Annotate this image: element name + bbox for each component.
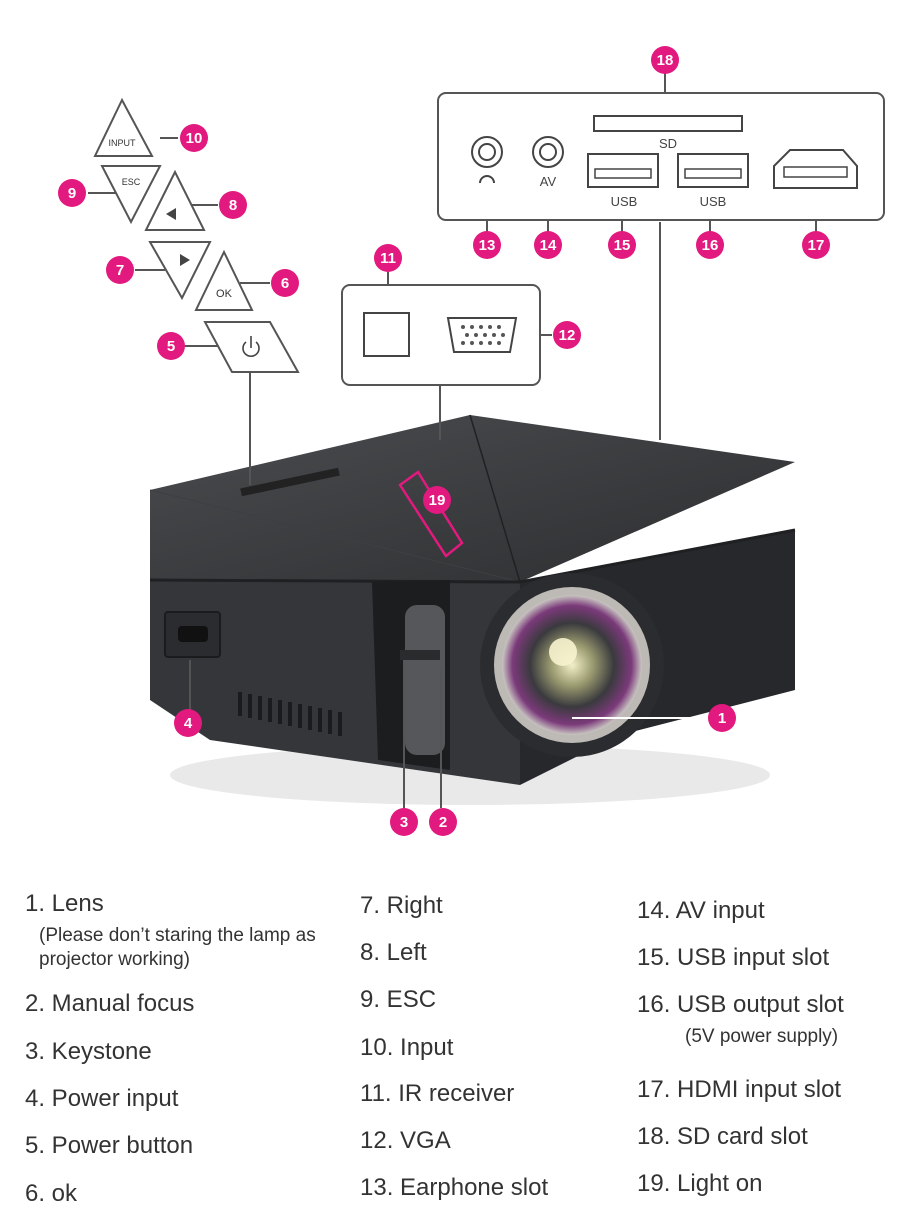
svg-text:14: 14: [540, 237, 557, 254]
callout-10: 10: [180, 124, 208, 152]
button-cluster: INPUT ESC OK: [93, 97, 300, 373]
svg-text:18: 18: [657, 52, 674, 69]
projector-diagram: INPUT ESC OK: [58, 46, 885, 836]
callout-13: 13: [473, 231, 501, 259]
input-button[interactable]: INPUT: [93, 97, 154, 157]
power-icon: [242, 336, 260, 357]
svg-text:9: 9: [68, 185, 76, 202]
callout-18: 18: [651, 46, 679, 74]
left-button[interactable]: [144, 169, 206, 231]
ok-button[interactable]: OK: [194, 249, 254, 311]
svg-text:16: 16: [702, 237, 719, 254]
esc-button[interactable]: ESC: [100, 165, 162, 225]
legend-item-usb-output: 16. USB output slot (5V power supply): [637, 991, 844, 1049]
callout-16: 16: [696, 231, 724, 259]
callout-3: 3: [390, 808, 418, 836]
svg-text:19: 19: [429, 492, 446, 509]
legend-note: (Please don’t staring the lamp as projec…: [39, 925, 316, 970]
left-arrow-icon: [166, 208, 176, 220]
svg-text:5: 5: [167, 338, 175, 355]
legend-item-usb-input: 15. USB input slot: [637, 944, 830, 971]
svg-text:6: 6: [281, 275, 289, 292]
right-arrow-icon: [180, 254, 190, 266]
legend-note: (5V power supply): [685, 1026, 839, 1047]
svg-text:15: 15: [614, 237, 631, 254]
legend-item-esc: 9. ESC: [360, 986, 437, 1013]
svg-text:2: 2: [439, 814, 447, 831]
callout-11: 11: [374, 244, 402, 272]
legend-item-left: 8. Left: [360, 939, 427, 966]
svg-text:13: 13: [479, 237, 496, 254]
legend-item-manual-focus: 2. Manual focus: [25, 990, 195, 1017]
callout-9: 9: [58, 179, 86, 207]
legend-item-ok: 6. ok: [25, 1180, 78, 1207]
av-label: AV: [540, 174, 557, 189]
legend-item-power-input: 4. Power input: [25, 1085, 179, 1112]
svg-text:12: 12: [559, 327, 576, 344]
callout-5: 5: [157, 332, 185, 360]
callout-2: 2: [429, 808, 457, 836]
right-button[interactable]: [148, 241, 212, 301]
svg-text:11: 11: [380, 250, 396, 267]
legend-item-light-on: 19. Light on: [637, 1170, 763, 1197]
ports-panel: SD AV USB USB: [437, 92, 885, 221]
usb-1-label: USB: [611, 194, 638, 209]
earphone-jack: [471, 136, 503, 184]
svg-text:8: 8: [229, 197, 237, 214]
legend-item-keystone: 3. Keystone: [25, 1038, 152, 1065]
callout-4: 4: [174, 709, 202, 737]
power-button[interactable]: [203, 321, 300, 373]
legend-item-lens: 1. Lens (Please don’t staring the lamp a…: [25, 890, 329, 972]
legend-item-ir-receiver: 11. IR receiver: [360, 1080, 515, 1107]
legend-item-input: 10. Input: [360, 1034, 454, 1061]
legend-item-power-button: 5. Power button: [25, 1132, 194, 1159]
av-jack: AV: [532, 136, 564, 189]
usb-port-2: USB: [677, 153, 749, 209]
callout-19: 19: [423, 486, 451, 514]
svg-text:17: 17: [808, 237, 825, 254]
legend-label: 1. Lens: [25, 890, 104, 917]
svg-text:10: 10: [186, 130, 203, 147]
ir-receiver: [363, 312, 410, 357]
svg-text:3: 3: [400, 814, 408, 831]
legend-item-earphone-slot: 13. Earphone slot: [360, 1174, 549, 1201]
legend-item-av-input: 14. AV input: [637, 897, 765, 924]
sd-slot: [593, 115, 743, 132]
usb-port-1: USB: [587, 153, 659, 209]
callout-badges: 1 2 3 4 5 6 7 8 9 10 11 12 13 14 15 16 1…: [58, 46, 830, 836]
callout-1: 1: [708, 704, 736, 732]
callout-12: 12: [553, 321, 581, 349]
legend-label: 16. USB output slot: [637, 991, 844, 1018]
projector-body: [149, 414, 796, 805]
svg-text:OK: OK: [216, 288, 233, 300]
callout-15: 15: [608, 231, 636, 259]
svg-text:4: 4: [184, 715, 193, 732]
legend-item-sd-card: 18. SD card slot: [637, 1123, 808, 1150]
callout-7: 7: [106, 256, 134, 284]
legend-item-hdmi-input: 17. HDMI input slot: [637, 1076, 842, 1103]
light-on-indicator: [398, 470, 464, 558]
callout-17: 17: [802, 231, 830, 259]
ir-vga-panel: [341, 284, 541, 386]
callout-14: 14: [534, 231, 562, 259]
legend-item-vga: 12. VGA: [360, 1127, 451, 1154]
sd-label: SD: [659, 136, 677, 151]
usb-2-label: USB: [700, 194, 727, 209]
svg-text:7: 7: [116, 262, 124, 279]
legend-item-right: 7. Right: [360, 892, 443, 919]
svg-text:INPUT: INPUT: [109, 138, 137, 148]
svg-text:1: 1: [718, 710, 726, 727]
callout-8: 8: [219, 191, 247, 219]
svg-text:ESC: ESC: [122, 177, 141, 187]
vga-port: [446, 317, 518, 353]
hdmi-port: [773, 149, 858, 189]
callout-6: 6: [271, 269, 299, 297]
headphone-icon: [479, 175, 495, 184]
